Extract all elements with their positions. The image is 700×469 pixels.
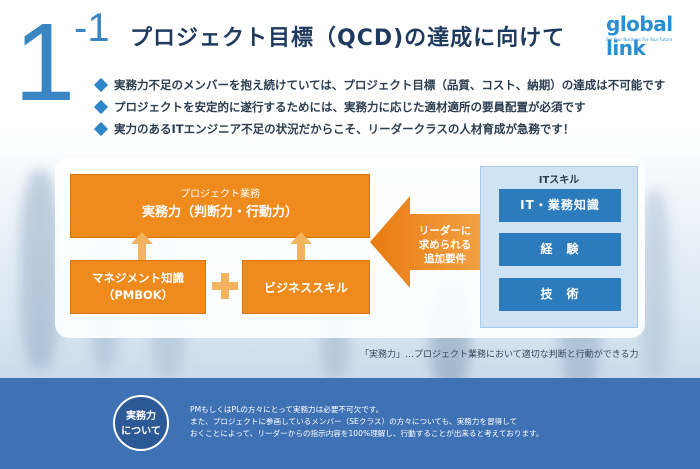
logo-text: global link bbox=[606, 12, 673, 60]
footer-text-line: PMもしくはPLの方々にとって実務力は必要不可欠です。 bbox=[190, 405, 384, 414]
bullet-item: 実務力不足のメンバーを抱え続けていては、プロジェクト目標（品質、コスト、納期）の… bbox=[93, 74, 666, 96]
badge-line: 実務力 bbox=[126, 411, 156, 422]
skill-item: 経 験 bbox=[499, 233, 621, 266]
skill-item: IT・業務知識 bbox=[499, 189, 621, 222]
up-arrow-icon bbox=[290, 232, 312, 260]
section-number-minor: -1 bbox=[74, 6, 110, 50]
about-practical-skill-badge: 実務力 について bbox=[113, 395, 169, 451]
footer-text-line: また、プロジェクトに参画しているメンバー（SEクラス）の方々についても、実務力を… bbox=[190, 417, 518, 426]
footer-text-line: おくことによって、リーダーからの指示内容を100%理解し、行動することが出来ると… bbox=[190, 429, 544, 438]
footer-description: PMもしくはPLの方々にとって実務力は必要不可欠です。 また、プロジェクトに参画… bbox=[190, 404, 610, 440]
project-work-label: プロジェクト業務 bbox=[180, 189, 260, 200]
plus-icon bbox=[212, 273, 238, 299]
page-title: プロジェクト目標（QCD)の達成に向けて bbox=[130, 26, 566, 51]
it-skills-box: ITスキル IT・業務知識 経 験 技 術 bbox=[480, 166, 638, 328]
skill-item: 技 術 bbox=[499, 278, 621, 311]
section-number-major: 1 bbox=[14, 1, 76, 124]
project-work-box: プロジェクト業務 実務力（判断力・行動力） bbox=[70, 174, 370, 238]
diamond-bullet-icon bbox=[93, 121, 109, 137]
pmbok-label: （PMBOK） bbox=[102, 288, 174, 302]
it-skills-title: ITスキル bbox=[538, 175, 580, 186]
bullet-text: 実力のあるITエンジニア不足の状況だからこそ、リーダークラスの人材育成が急務です… bbox=[114, 122, 575, 136]
diamond-bullet-icon bbox=[93, 77, 109, 93]
arrow-label-line: 求められる bbox=[418, 239, 472, 251]
logo-tagline: For Your Business For Your Future bbox=[606, 37, 673, 42]
management-knowledge-box: マネジメント知識 （PMBOK） bbox=[70, 260, 206, 314]
bullet-item: プロジェクトを安定的に遂行するためには、実務力に応じた適材適所の要員配置が必須で… bbox=[93, 96, 665, 118]
up-arrow-icon bbox=[131, 232, 153, 260]
additional-requirements-label: リーダーに 求められる 追加要件 bbox=[405, 224, 485, 266]
bullet-list: 実務力不足のメンバーを抱え続けていては、プロジェクト目標（品質、コスト、納期）の… bbox=[93, 74, 666, 140]
bullet-item: 実力のあるITエンジニア不足の状況だからこそ、リーダークラスの人材育成が急務です… bbox=[93, 118, 665, 140]
arrow-label-line: 追加要件 bbox=[424, 253, 466, 265]
bullet-text: プロジェクトを安定的に遂行するためには、実務力に応じた適材適所の要員配置が必須で… bbox=[114, 100, 586, 114]
business-skill-box: ビジネススキル bbox=[242, 260, 370, 314]
company-logo: global link For Your Business For Your F… bbox=[606, 12, 692, 60]
practical-skill-label: 実務力（判断力・行動力） bbox=[141, 205, 298, 220]
business-skill-label: ビジネススキル bbox=[263, 281, 348, 295]
practical-skill-definition: 「実務力」…プロジェクト業務において適切な判断と行動ができる力 bbox=[360, 350, 639, 360]
diamond-bullet-icon bbox=[93, 99, 109, 115]
management-knowledge-label: マネジメント知識 bbox=[92, 271, 184, 285]
arrow-label-line: リーダーに bbox=[418, 225, 472, 237]
bullet-text: 実務力不足のメンバーを抱え続けていては、プロジェクト目標（品質、コスト、納期）の… bbox=[114, 78, 666, 92]
badge-line: について bbox=[121, 426, 161, 437]
left-arrow-icon bbox=[370, 196, 495, 288]
